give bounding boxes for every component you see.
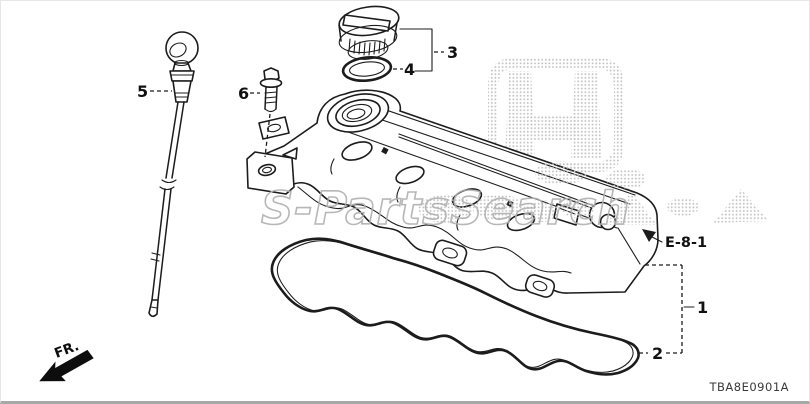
callout-5-dipstick[interactable]: 5 <box>137 82 148 101</box>
oil-filler-cap <box>338 5 400 60</box>
callout-1-cover[interactable]: 1 <box>697 298 708 317</box>
oil-filler-neck <box>326 93 390 133</box>
cap-threads <box>348 38 386 56</box>
fr-arrow-icon <box>39 349 94 382</box>
halftone-patches <box>418 161 769 225</box>
oil-dipstick <box>148 31 199 318</box>
callout-2-gasket[interactable]: 2 <box>652 344 663 363</box>
leader-lines <box>150 28 695 354</box>
callout-3-oil-filler-cap[interactable]: 3 <box>447 43 458 62</box>
cap-seal-oring <box>341 55 393 83</box>
reference-e-8-1[interactable]: E-8-1 <box>665 235 707 251</box>
diagram-code: TBA8E0901A <box>709 380 789 394</box>
fr-direction-marker: FR. <box>39 338 94 382</box>
left-mount-boss <box>246 147 298 195</box>
callout-6-bolt[interactable]: 6 <box>238 84 249 103</box>
cover-gasket <box>270 237 640 376</box>
flange-bolt <box>259 67 283 113</box>
watermark-text: S-PartsSearch <box>261 182 630 235</box>
callout-4-cap-seal[interactable]: 4 <box>404 60 415 79</box>
front-tab <box>524 274 556 298</box>
front-tab <box>432 239 468 267</box>
